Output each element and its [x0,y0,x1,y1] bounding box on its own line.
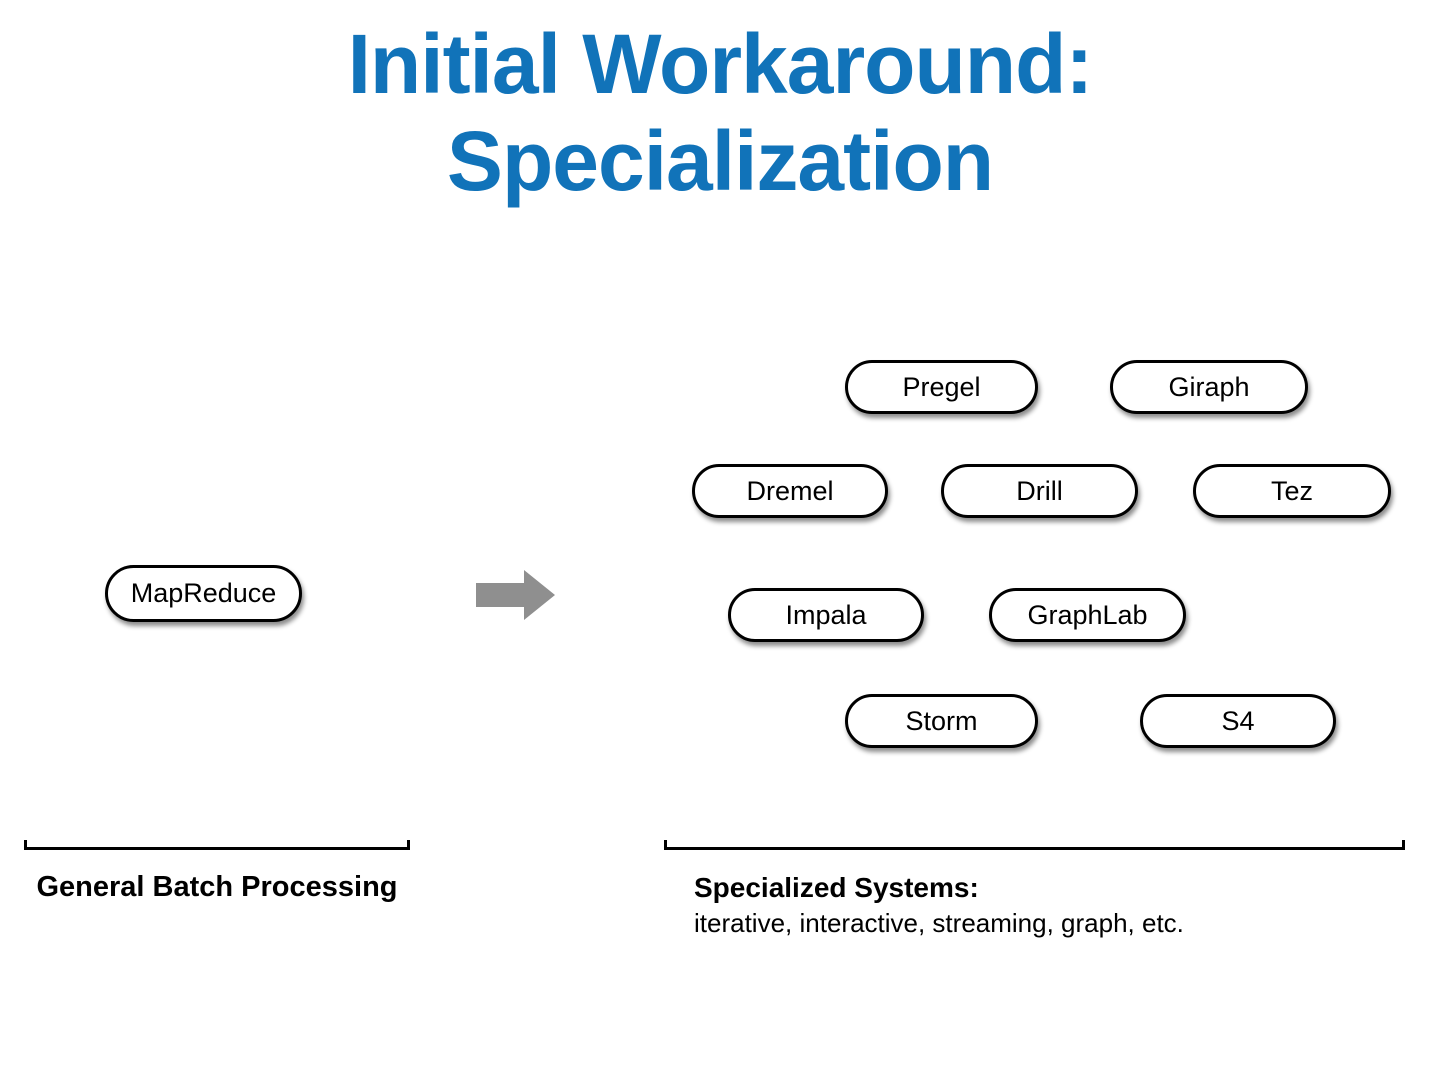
node-giraph: Giraph [1110,360,1308,414]
node-pregel: Pregel [845,360,1038,414]
node-impala: Impala [728,588,924,642]
slide-title: Initial Workaround: Specialization [0,16,1440,209]
right-group-caption: Specialized Systems: iterative, interact… [694,869,1184,940]
node-drill: Drill [941,464,1138,518]
right-group-bracket [664,840,1405,850]
slide-title-line2: Specialization [446,113,994,208]
left-group-caption: General Batch Processing [36,871,398,903]
node-tez: Tez [1193,464,1391,518]
node-graphlab: GraphLab [989,588,1186,642]
node-dremel: Dremel [692,464,888,518]
right-group-caption-sub: iterative, interactive, streaming, graph… [694,908,1184,938]
slide-title-line1: Initial Workaround: [347,17,1094,111]
right-group-caption-title: Specialized Systems: [694,872,979,903]
node-mapreduce: MapReduce [105,565,302,622]
right-block-arrow-icon [476,570,555,620]
node-storm: Storm [845,694,1038,748]
node-s4: S4 [1140,694,1336,748]
left-group-bracket [24,840,410,850]
